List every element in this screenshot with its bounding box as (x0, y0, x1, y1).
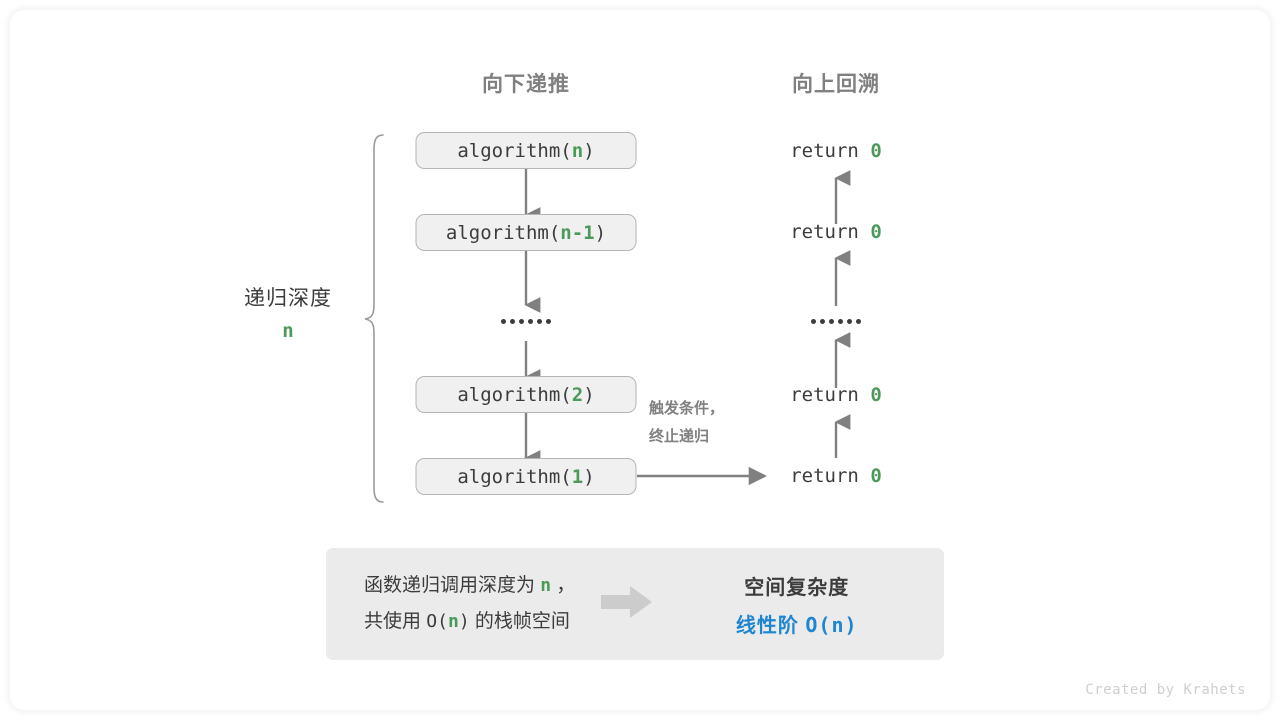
call-box-2[interactable]: algorithm(2) (415, 376, 637, 413)
summary-description: 函数递归调用深度为 n ， 共使用 O(n) 的栈帧空间 (364, 568, 575, 640)
right-arrow-icon (601, 585, 653, 624)
return-label-1: return 0 (790, 140, 882, 162)
call-box-code: algorithm(1) (457, 465, 595, 488)
credit-text: Created by Krahets (1085, 682, 1246, 698)
call-box-n[interactable]: algorithm(n) (415, 132, 637, 169)
complexity-value: 线性阶 O(n) (735, 612, 858, 637)
summary-panel: 函数递归调用深度为 n ， 共使用 O(n) 的栈帧空间 空间复杂度 线性阶 O… (326, 548, 944, 660)
return-ellipsis (811, 319, 861, 324)
recursion-depth-label: 递归深度 n (244, 282, 332, 342)
column-header-descend: 向下递推 (482, 73, 570, 96)
call-box-n-1[interactable]: algorithm(n-1) (415, 214, 637, 251)
column-header-ascend: 向上回溯 (792, 73, 880, 96)
depth-brace (364, 134, 384, 503)
call-box-code: algorithm(n-1) (445, 221, 607, 244)
summary-line-1: 函数递归调用深度为 n ， (364, 575, 576, 596)
call-box-code: algorithm(2) (457, 383, 595, 406)
trigger-note-line2: 终止递归 (649, 428, 710, 445)
return-label-2: return 0 (790, 221, 882, 243)
summary-conclusion: 空间复杂度 线性阶 O(n) (679, 571, 914, 638)
summary-line-2: 共使用 O(n) 的栈帧空间 (364, 611, 570, 632)
recursion-depth-text: 递归深度 (244, 287, 332, 310)
return-label-4: return 0 (790, 465, 882, 487)
call-ellipsis (501, 319, 551, 324)
complexity-title: 空间复杂度 (744, 576, 850, 599)
return-label-3: return 0 (790, 384, 882, 406)
recursion-depth-value: n (282, 320, 294, 342)
call-box-code: algorithm(n) (457, 139, 595, 162)
call-box-1[interactable]: algorithm(1) (415, 458, 637, 495)
trigger-note-line1: 触发条件， (649, 400, 725, 417)
trigger-condition-note: 触发条件， 终止递归 (649, 395, 724, 451)
diagram-card: 向下递推 向上回溯 (10, 10, 1270, 710)
